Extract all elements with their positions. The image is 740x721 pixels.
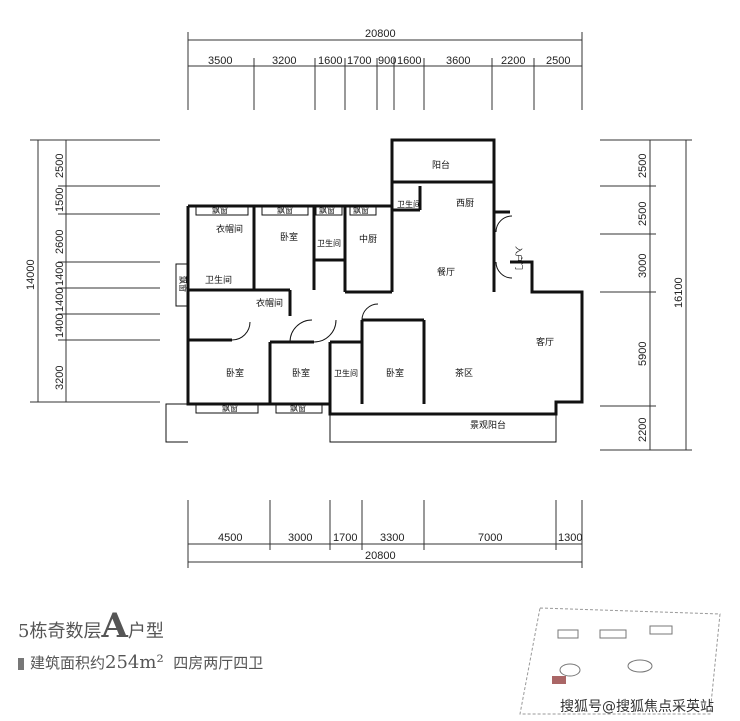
room-bedroom-3: 卧室 <box>386 367 404 379</box>
left-dim-7: 3200 <box>54 366 66 390</box>
top-dimensions: 20800 3500 3200 1600 1700 900 1600 3600 … <box>187 28 583 110</box>
unit-letter: A <box>101 606 128 646</box>
left-dim-5: 1400 <box>54 288 66 312</box>
area-prefix: 建筑面积约 <box>30 654 106 672</box>
bay-window-6: 飘窗 <box>290 403 306 413</box>
top-dim-8: 2200 <box>501 55 525 67</box>
top-dim-5: 900 <box>378 55 396 67</box>
room-dining: 餐厅 <box>437 266 455 278</box>
area-value: 254m² <box>105 652 164 673</box>
top-dim-2: 3200 <box>272 55 296 67</box>
unit-title-prefix: 5栋奇数层 <box>18 621 102 642</box>
site-map-thumbnail <box>519 607 721 715</box>
right-total-dim: 16100 <box>673 277 685 308</box>
top-dim-4: 1700 <box>347 55 371 67</box>
bay-windows <box>195 205 377 414</box>
left-total-dim: 14000 <box>25 259 37 290</box>
unit-title-suffix: 户型 <box>127 621 164 642</box>
right-dim-5: 2200 <box>637 418 649 442</box>
room-scenic-balcony: 景观阳台 <box>470 419 506 431</box>
room-bedroom-1: 卧室 <box>280 231 298 243</box>
bay-window-1: 飘窗 <box>212 205 228 215</box>
room-labels: 阳台 卫生间 西厨 飘窗 飘窗 飘窗 飘窗 衣帽间 卧室 卫生间 中厨 餐厅 入… <box>178 159 554 431</box>
left-dimensions: 14000 2500 1500 2600 1400 1400 1400 3200 <box>25 139 160 403</box>
room-config: 四房两厅四卫 <box>173 654 264 672</box>
entrance-door: 入户门 <box>514 246 524 270</box>
left-dim-2: 1500 <box>54 188 66 212</box>
bottom-dim-6: 1300 <box>558 532 582 544</box>
room-west-kitchen: 西厨 <box>456 198 474 209</box>
room-wc-left: 卫生间 <box>205 274 232 286</box>
bottom-dim-1: 4500 <box>218 532 242 544</box>
left-dim-3: 2600 <box>54 230 66 254</box>
room-bedroom-master: 卧室 <box>226 367 244 379</box>
left-dim-6: 1400 <box>54 314 66 338</box>
top-dim-9: 2500 <box>546 55 570 67</box>
left-dim-4: 1400 <box>54 262 66 286</box>
right-dim-2: 2500 <box>637 202 649 226</box>
bay-side: 飘窗 <box>178 276 188 292</box>
room-closet-2: 衣帽间 <box>256 297 283 309</box>
bottom-dim-4: 3300 <box>380 532 404 544</box>
watermark: 搜狐号@搜狐焦点采英站 <box>560 699 714 715</box>
bottom-total-dim: 20800 <box>365 550 396 562</box>
room-wc-3: 卫生间 <box>334 368 358 378</box>
top-total-dim: 20800 <box>365 28 396 40</box>
room-wc-2: 卫生间 <box>317 238 341 248</box>
bottom-dim-3: 1700 <box>333 532 357 544</box>
bottom-dim-5: 7000 <box>478 532 502 544</box>
right-dim-1: 2500 <box>637 154 649 178</box>
door-swings <box>231 215 513 343</box>
room-balcony: 阳台 <box>432 159 450 171</box>
unit-area: 建筑面积约254m² 四房两厅四卫 <box>18 652 263 673</box>
bottom-dim-2: 3000 <box>288 532 312 544</box>
right-dimensions: 2500 2500 3000 5900 2200 16100 <box>600 139 692 451</box>
room-living: 客厅 <box>536 336 554 348</box>
top-dim-6: 1600 <box>397 55 421 67</box>
unit-caption: 5栋奇数层A户型 建筑面积约254m² 四房两厅四卫 <box>18 606 263 673</box>
top-dim-3: 1600 <box>318 55 342 67</box>
room-chinese-kitchen: 中厨 <box>359 233 377 245</box>
unit-title: 5栋奇数层A户型 <box>18 606 263 646</box>
room-tea-area: 茶区 <box>455 367 473 379</box>
room-closet-1: 衣帽间 <box>216 223 243 235</box>
left-dim-1: 2500 <box>54 154 66 178</box>
room-bedroom-2: 卧室 <box>292 367 310 379</box>
top-dim-1: 3500 <box>208 55 232 67</box>
room-wc-top: 卫生间 <box>397 199 421 209</box>
bay-window-5: 飘窗 <box>222 403 238 413</box>
bottom-dimensions: 4500 3000 1700 3300 7000 1300 20800 <box>187 500 583 568</box>
bay-window-2: 飘窗 <box>277 205 293 215</box>
bullet-icon <box>18 658 24 670</box>
walls <box>165 138 584 443</box>
top-dim-7: 3600 <box>446 55 470 67</box>
bay-window-3: 飘窗 <box>319 205 335 215</box>
bay-window-4: 飘窗 <box>353 205 369 215</box>
right-dim-3: 3000 <box>637 254 649 278</box>
right-dim-4: 5900 <box>637 342 649 366</box>
